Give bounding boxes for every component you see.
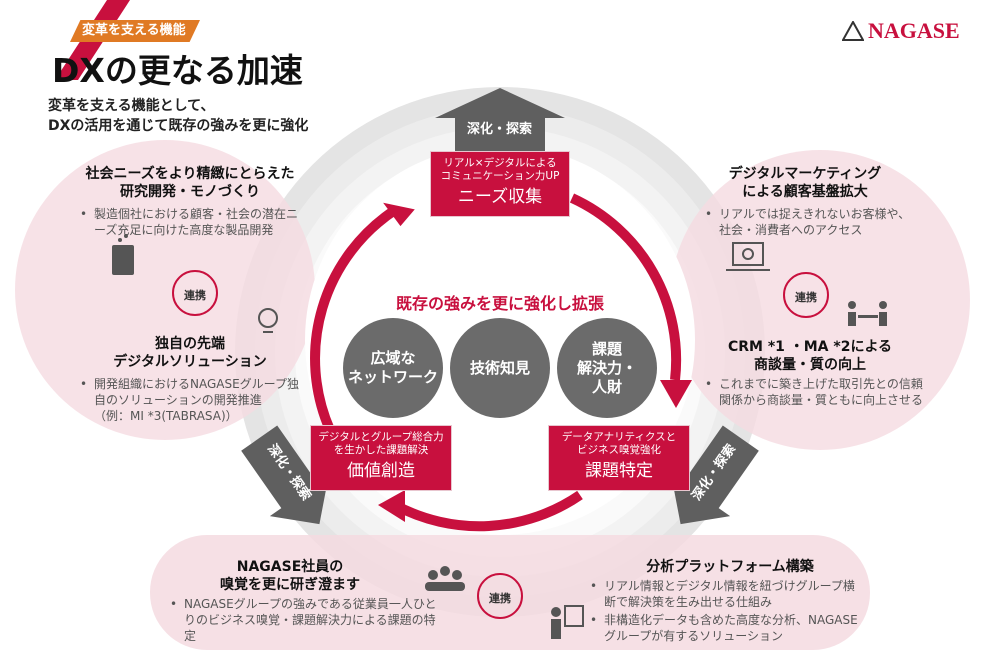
bottom-left-heading: NAGASE社員の 嗅覚を更に研ぎ澄ます <box>220 559 360 593</box>
right-bottom-bullet: これまでに築き上げた取引先との信頼関係から商談量・質ともに向上させる <box>705 376 930 408</box>
subtitle-line: 変革を支える機能として、 <box>48 98 215 114</box>
nagase-logo: NAGASE <box>842 18 960 44</box>
bottom-right-heading: 分析プラットフォーム構築 <box>646 559 814 575</box>
box-subtitle: データアナリティクスと ビジネス嗅覚強化 <box>561 431 677 456</box>
box-subtitle: デジタルとグループ総合力 を生かした課題解決 <box>318 431 444 456</box>
cycle-arrows <box>310 193 682 532</box>
right-top-heading: デジタルマーケティング による顧客基盤拡大 <box>728 166 882 200</box>
presentation-icon <box>551 605 584 639</box>
box-title: ニーズ収集 <box>457 187 543 207</box>
team-idea-icon <box>425 566 465 591</box>
box-subtitle: リアル×デジタルによる コミュニケーション力UP <box>440 157 560 182</box>
link-label-left: 連携 <box>184 289 206 302</box>
center-heading: 既存の強みを更に強化し拡張 <box>395 294 604 313</box>
laptop-globe-icon <box>726 242 770 271</box>
page-title: DXの更なる加速 <box>52 51 303 90</box>
value-creation-box: デジタルとグループ総合力 を生かした課題解決価値創造 <box>310 425 452 491</box>
right-top-bullet: リアルでは捉えきれないお客様や、社会・消費者へのアクセス <box>705 206 920 238</box>
deepen-label-top: 深化・探索 <box>467 122 533 137</box>
right-bottom-heading: CRM *1 ・MA *2による 商談量・質の向上 <box>727 339 893 373</box>
subtitle-line: DXの活用を通じて既存の強みを更に強化 <box>48 118 309 134</box>
top-deepen-arrow <box>435 88 565 152</box>
bottom-right-bullet: リアル情報とデジタル情報を紐づけグループ横断で解決策を生み出せる仕組み <box>590 578 865 610</box>
left-top-heading: 社会ニーズをより精緻にとらえた 研究開発・モノづくり <box>85 166 295 200</box>
strength-problem-solving: 課題 解決力・ 人財 <box>557 318 657 418</box>
logo-text: NAGASE <box>868 18 960 43</box>
bottom-right-bullet: 非構造化データも含めた高度な分析、NAGASEグループが有するソリューション <box>590 612 865 644</box>
box-title: 価値創造 <box>347 461 415 481</box>
link-label-right: 連携 <box>795 291 817 304</box>
left-bottom-bullet: 開発組織におけるNAGASEグループ独自のソリューションの開発推進 （例：MI … <box>80 376 305 424</box>
box-title: 課題特定 <box>585 461 653 481</box>
left-top-bullet: 製造個社における顧客・社会の潜在ニーズ充足に向けた高度な製品開発 <box>80 206 305 238</box>
page-subtitle: 変革を支える機能として、 DXの活用を通じて既存の強みを更に強化 <box>48 96 308 136</box>
lightbulb-gear-icon <box>258 308 278 333</box>
issue-identification-box: データアナリティクスと ビジネス嗅覚強化課題特定 <box>548 425 690 491</box>
link-label-bottom: 連携 <box>489 592 511 605</box>
strength-tech: 技術知見 <box>450 318 550 418</box>
right-deepen-arrow <box>671 425 759 525</box>
meeting-icon <box>848 301 887 326</box>
left-deepen-arrow <box>241 425 329 525</box>
bottom-left-bullet: NAGASEグループの強みである従業員一人ひとりのビジネス嗅覚・課題解決力による… <box>170 596 440 644</box>
needs-collection-box: リアル×デジタルによる コミュニケーション力UP ニーズ収集 <box>430 151 570 217</box>
logo-triangle-icon <box>842 21 864 41</box>
strength-network: 広域な ネットワーク <box>343 318 443 418</box>
left-bottom-heading: 独自の先端 デジタルソリューション <box>113 336 267 370</box>
section-tag: 変革を支える機能 <box>70 20 200 42</box>
